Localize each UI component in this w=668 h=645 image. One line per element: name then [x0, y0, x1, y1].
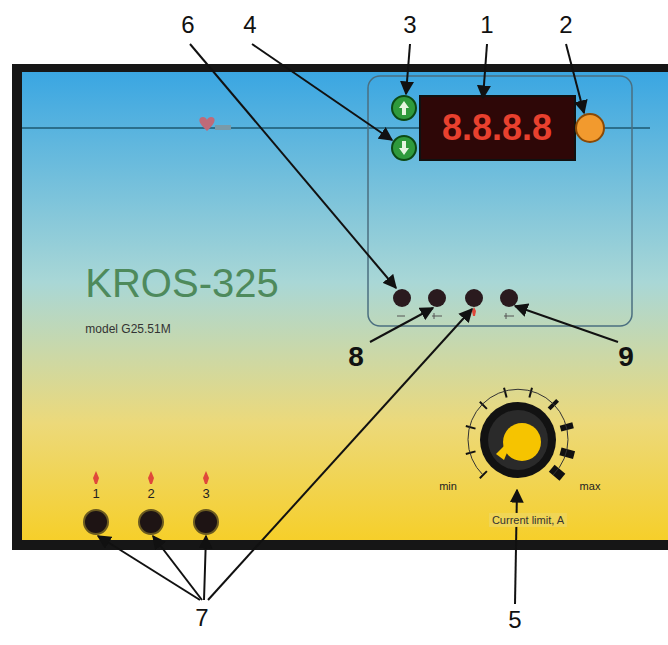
- callout-number: 1: [480, 12, 493, 38]
- scale-label: max: [580, 480, 601, 492]
- current-knob: [466, 388, 574, 478]
- callout-number: 9: [618, 342, 634, 373]
- indicator-led: [428, 289, 446, 307]
- panel-border: [12, 64, 668, 550]
- button-number: 2: [147, 487, 154, 501]
- knob-label: Current limit, A: [489, 513, 567, 527]
- indicator-led: [393, 289, 411, 307]
- indicator-led: [465, 289, 483, 307]
- scale-label: min: [439, 480, 457, 492]
- up-button: [392, 96, 416, 120]
- callout-number: 2: [559, 12, 572, 38]
- callout-number: 4: [243, 12, 256, 38]
- mode-button: [139, 510, 163, 534]
- leader-line: [98, 44, 618, 604]
- callout-number: 5: [508, 607, 521, 633]
- model-name: KROS-325: [85, 261, 278, 305]
- set-button: [576, 114, 604, 142]
- callout-number: 7: [195, 605, 208, 631]
- callout-number: 8: [348, 342, 364, 373]
- callout-number: 6: [181, 12, 194, 38]
- button-number: 1: [92, 487, 99, 501]
- model-number: model G25.51M: [85, 323, 170, 336]
- mode-button: [194, 510, 218, 534]
- panel-face: [22, 72, 668, 540]
- heart-icon: [199, 117, 231, 131]
- mode-button: [84, 510, 108, 534]
- down-button: [392, 136, 416, 160]
- control-frame: [368, 76, 632, 326]
- led-display: [420, 96, 575, 160]
- display-digits: 8.8.8.8: [442, 108, 552, 148]
- callout-number: 3: [403, 12, 416, 38]
- lamp-symbol: [472, 307, 476, 316]
- button-number: 3: [202, 487, 209, 501]
- indicator-led: [500, 289, 518, 307]
- lamp-symbol: [93, 471, 209, 484]
